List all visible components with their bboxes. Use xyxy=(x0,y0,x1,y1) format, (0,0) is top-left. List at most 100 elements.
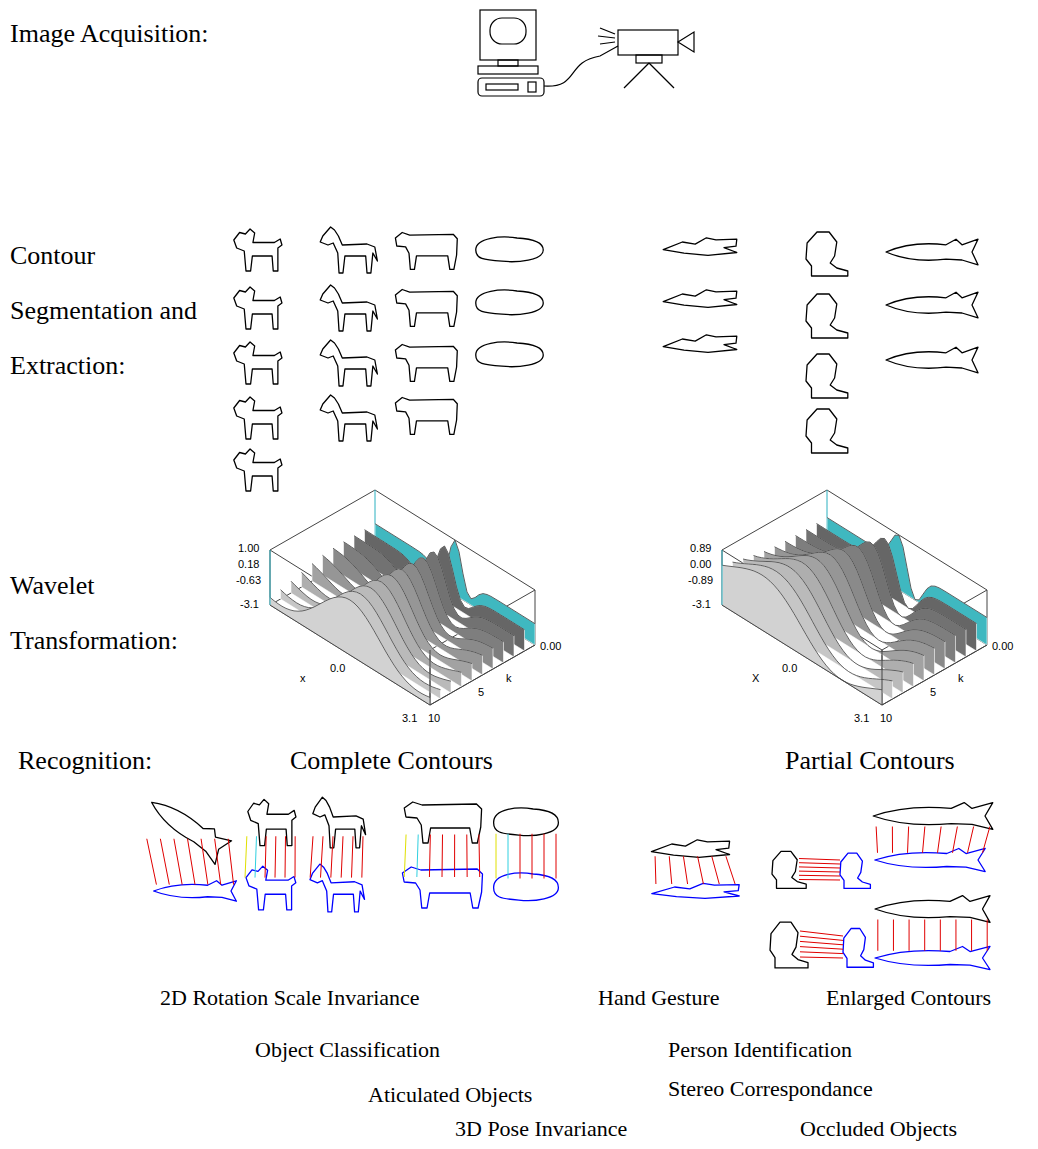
section-heading: Partial Contours xyxy=(785,745,955,776)
match-line xyxy=(712,856,720,884)
application-label: Person Identification xyxy=(668,1037,852,1063)
application-label: Stereo Correspondance xyxy=(668,1076,873,1102)
match-line xyxy=(255,836,257,877)
match-line xyxy=(215,839,221,885)
contour-fish xyxy=(886,292,978,318)
match-line xyxy=(331,836,333,877)
contour-head xyxy=(843,929,873,968)
contour-fish xyxy=(886,239,978,265)
match-line xyxy=(971,920,972,951)
stage-label: Contour Segmentation and Extraction: xyxy=(10,228,210,393)
contour-fish xyxy=(875,848,985,871)
match-line xyxy=(726,856,735,884)
contour-fish xyxy=(886,347,978,373)
match-line xyxy=(201,839,208,885)
contour-hand xyxy=(652,883,739,898)
match-line xyxy=(800,936,843,940)
match-line xyxy=(352,836,354,877)
match-line xyxy=(876,827,877,853)
contour-head xyxy=(840,853,870,888)
camera-icon xyxy=(598,28,694,88)
plot-axis xyxy=(882,645,987,705)
match-line xyxy=(160,839,169,885)
match-line xyxy=(800,941,843,944)
axis-name: X xyxy=(752,672,759,685)
plot-axis xyxy=(430,645,535,705)
match-line xyxy=(321,836,324,877)
match-line xyxy=(924,920,925,951)
axis-name: k xyxy=(958,672,964,685)
contour-head xyxy=(806,232,848,276)
application-label: 3D Pose Invariance xyxy=(455,1116,627,1142)
match-line xyxy=(147,839,157,885)
axis-tick: 0.00 xyxy=(690,558,711,571)
application-label: Occluded Objects xyxy=(800,1116,957,1142)
match-line xyxy=(799,871,840,873)
match-line xyxy=(295,836,296,877)
match-line xyxy=(532,834,533,879)
surface-line xyxy=(722,565,882,690)
axis-tick: -3.1 xyxy=(692,598,711,611)
surface-line xyxy=(270,597,430,698)
plot-axis xyxy=(270,605,430,705)
match-line xyxy=(800,952,843,954)
axis-tick: 5 xyxy=(930,686,936,699)
contour-horse xyxy=(320,395,377,441)
contour-horse xyxy=(310,864,365,912)
match-line xyxy=(923,827,925,853)
match-line xyxy=(285,836,287,877)
match-line xyxy=(953,827,958,853)
contour-horse xyxy=(313,797,366,848)
contour-hand xyxy=(663,290,737,308)
contour-cow xyxy=(395,290,457,327)
match-line xyxy=(404,835,406,878)
contour-head xyxy=(770,922,808,968)
plot-axis xyxy=(882,650,883,705)
axis-tick: 0.18 xyxy=(238,558,259,571)
match-line xyxy=(245,836,247,877)
application-label: 2D Rotation Scale Invariance xyxy=(160,985,420,1011)
match-line xyxy=(310,836,313,877)
match-line xyxy=(265,836,266,877)
axis-tick: 10 xyxy=(880,712,892,725)
contour-head xyxy=(806,294,848,338)
contour-fish xyxy=(143,791,231,865)
application-label: Aticulated Objects xyxy=(368,1082,532,1108)
surface-strip xyxy=(270,597,430,705)
application-label: Hand Gesture xyxy=(598,985,720,1011)
match-line xyxy=(174,839,182,885)
match-line xyxy=(466,835,467,878)
contour-cow xyxy=(395,345,457,382)
match-line xyxy=(800,957,843,958)
contour-blob xyxy=(476,342,544,367)
match-line xyxy=(893,920,894,951)
contour-blob xyxy=(494,873,559,901)
stage-label: Wavelet Transformation: xyxy=(10,558,225,668)
contour-head xyxy=(806,409,848,453)
axis-tick: 0.0 xyxy=(782,662,797,675)
stage-label: Image Acquisition: xyxy=(10,5,210,63)
computer-icon xyxy=(478,10,618,96)
contour-dog xyxy=(234,229,282,271)
axis-tick: 0.00 xyxy=(540,640,561,653)
plot-axis xyxy=(882,650,883,705)
axis-tick: -3.1 xyxy=(240,598,259,611)
surface-strip xyxy=(722,565,882,705)
plot-axis xyxy=(270,550,271,605)
section-heading: Complete Contours xyxy=(290,745,493,776)
plot-axis xyxy=(430,650,431,705)
contour-head xyxy=(806,354,848,398)
match-line xyxy=(496,834,497,879)
contour-hand xyxy=(663,238,737,256)
match-line xyxy=(799,859,840,861)
contour-hand xyxy=(651,840,729,858)
match-line xyxy=(520,834,521,879)
contour-horse xyxy=(320,340,377,386)
match-line xyxy=(799,875,840,877)
contour-dog xyxy=(234,449,282,491)
contour-fish xyxy=(873,803,993,830)
match-line xyxy=(556,834,557,879)
match-line xyxy=(454,835,455,878)
